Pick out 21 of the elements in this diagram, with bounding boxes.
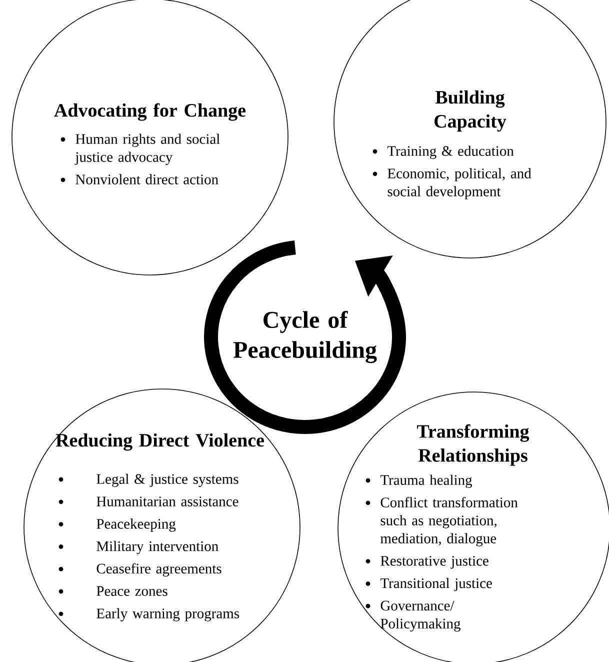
bullet-item: Trauma healing [380,474,472,488]
bullet-item: Legal & justice systems [96,474,238,487]
bullet-item: Military intervention [96,540,218,554]
bullet-item: Human rights and social justice advocacy [74,134,220,165]
bullet-item: Transitional justice [380,578,492,592]
heading: Building Capacity [434,90,506,132]
bullet-item: Humanitarian assistance [96,496,238,506]
heading: Reducing Direct Violence [56,433,264,451]
heading: Advocating for Change [54,103,246,121]
bullet-item: Conflict transformation such as negotiation, mediation, dialogue [380,497,518,546]
bullet-item: Ceasefire agreements [96,563,222,577]
bullet-item: Restorative justice [380,556,488,569]
bullet-item: Economic, political, and social development [388,168,532,200]
bullet-item: Governance/ Policymaking [380,600,460,632]
cycle-label: Cycle of Peacebuilding [233,310,377,364]
heading: Transforming Relationships [417,424,530,466]
bullet-item: Peace zones [96,586,168,596]
bullet-item: Nonviolent direct action [76,174,218,184]
bullet-item: Early warning programs [96,608,240,622]
bullet-item: Peacekeeping [96,518,176,532]
bullet-item: Training & education [387,146,514,159]
